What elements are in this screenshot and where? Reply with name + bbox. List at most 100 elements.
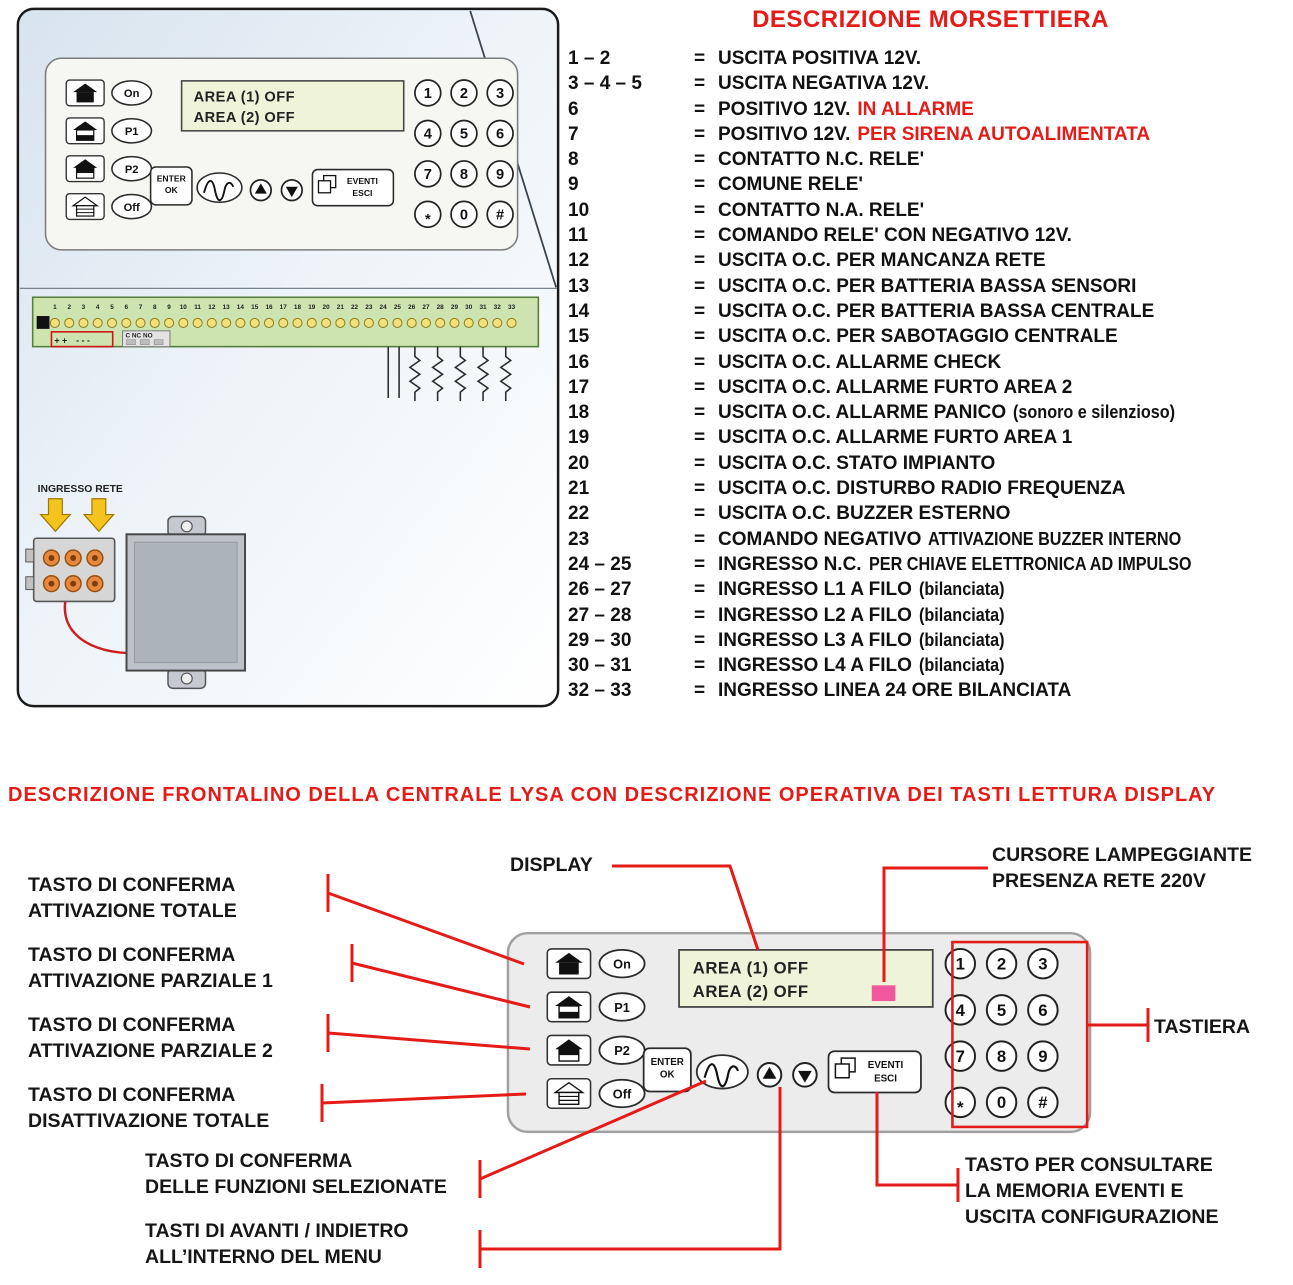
terminal-number-label: 14	[237, 304, 245, 311]
terminal-row: 7 = POSITIVO 12V. PER SIRENA AUTOALIMENT…	[568, 124, 1293, 149]
terminal-description-text: POSITIVO 12V.	[718, 123, 851, 145]
terminal-screw-icon	[263, 317, 275, 328]
callout-line-text: TASTO DI CONFERMA	[145, 1150, 353, 1172]
terminal-screw-icon	[192, 317, 203, 328]
terminal-numbers-label: 15	[568, 326, 590, 348]
terminal-number-label: 20	[323, 304, 331, 311]
equals-sign: =	[694, 655, 706, 677]
terminal-description-note: (bilanciata)	[918, 604, 1005, 625]
terminal-description-note: (bilanciata)	[918, 579, 1005, 600]
terminal-row: 3 – 4 – 5 = USCITA NEGATIVA 12V.	[568, 73, 1293, 98]
mains-input: INGRESSO RETE	[25, 484, 203, 655]
callout-line-text: ALL’INTERNO DEL MENU	[145, 1246, 382, 1268]
terminal-description-text: INGRESSO L2 A FILO	[718, 604, 912, 626]
terminal-numbers-label: 26 – 27	[568, 579, 632, 601]
terminal-description-text: USCITA O.C. BUZZER ESTERNO	[718, 503, 1011, 525]
ingresso-rete-label: INGRESSO RETE	[38, 484, 123, 495]
terminal-row: 22 = USCITA O.C. BUZZER ESTERNO	[568, 503, 1293, 528]
callout-line-text: DELLE FUNZIONI SELEZIONATE	[145, 1176, 447, 1198]
equals-sign: =	[694, 275, 706, 297]
callout-disattivazione-totale: TASTO DI CONFERMA DISATTIVAZIONE TOTALE	[28, 1082, 269, 1134]
terminal-number-label: 30	[465, 304, 473, 311]
terminal-numbers-label: 1 – 2	[568, 48, 611, 69]
terminal-screw-icon	[435, 317, 446, 328]
terminal-row: 16 = USCITA O.C. ALLARME CHECK	[568, 352, 1293, 377]
terminal-screw-icon	[64, 317, 75, 328]
terminal-description-highlight: IN ALLARME	[857, 98, 974, 120]
terminal-number-label: 12	[208, 304, 216, 311]
terminal-screw-icon	[92, 317, 103, 328]
terminal-screw-icon	[363, 317, 374, 328]
terminal-row: 19 = USCITA O.C. ALLARME FURTO AREA 1	[568, 427, 1293, 452]
callout-cursore: CURSORE LAMPEGGIANTE PRESENZA RETE 220V	[992, 842, 1252, 894]
terminal-screw-icon	[49, 317, 60, 328]
callout-line-parziale2	[326, 1014, 531, 1052]
terminal-number-label: 28	[437, 304, 445, 311]
terminal-numbers-label: 17	[568, 376, 590, 398]
terminal-description-text: COMANDO RELE' CON NEGATIVO 12V.	[718, 225, 1072, 247]
keypad-red-outline	[951, 940, 1089, 1129]
mounting-tab-bottom	[167, 667, 207, 690]
terminal-row: 1 – 2 = USCITA POSITIVA 12V.	[568, 48, 1293, 73]
callout-tastiera: TASTIERA	[1154, 1014, 1250, 1040]
terminal-number-label: 3	[82, 304, 86, 311]
terminal-screw-icon	[335, 317, 346, 328]
callout-line-text: LA MEMORIA EVENTI E	[965, 1180, 1184, 1202]
terminal-number-label: 22	[351, 304, 359, 311]
terminal-row: 20 = USCITA O.C. STATO IMPIANTO	[568, 453, 1293, 478]
equals-sign: =	[694, 680, 706, 702]
equals-sign: =	[694, 225, 706, 247]
callout-line-text: PRESENZA RETE 220V	[992, 870, 1206, 892]
terminal-numbers-label: 14	[568, 300, 590, 322]
terminal-row: 11 = COMANDO RELE' CON NEGATIVO 12V.	[568, 225, 1293, 250]
callout-line-text: TASTO DI CONFERMA	[28, 1084, 236, 1106]
terminal-row: 9 = COMUNE RELE'	[568, 174, 1293, 199]
terminal-description-text: COMUNE RELE'	[718, 174, 863, 196]
resistor-icon	[431, 346, 444, 401]
terminal-row: 32 – 33 = INGRESSO LINEA 24 ORE BILANCIA…	[568, 680, 1293, 705]
callout-line-tastiera	[1088, 1008, 1150, 1042]
equals-sign: =	[694, 48, 706, 69]
terminal-description-note: (bilanciata)	[918, 629, 1005, 650]
mains-sockets	[42, 549, 104, 593]
terminal-number-label: 18	[294, 304, 302, 311]
terminal-screw-icon	[492, 317, 503, 328]
equals-sign: =	[694, 174, 706, 196]
terminal-screw-icon	[321, 317, 332, 328]
terminal-screw-icon	[278, 317, 289, 328]
terminal-screw-icon	[449, 317, 460, 328]
equals-sign: =	[694, 326, 706, 348]
terminal-screw-icon	[478, 317, 489, 328]
callout-line-text: ATTIVAZIONE PARZIALE 1	[28, 970, 273, 992]
terminal-description-text: USCITA NEGATIVA 12V.	[718, 73, 930, 95]
wire	[387, 346, 400, 398]
terminal-row: 6 = POSITIVO 12V. IN ALLARME	[568, 99, 1293, 124]
terminal-row: 8 = CONTATTO N.C. RELE'	[568, 149, 1293, 174]
terminal-row: 14 = USCITA O.C. PER BATTERIA BASSA CENT…	[568, 301, 1293, 326]
callout-line-disattivazione	[320, 1084, 527, 1122]
equals-sign: =	[694, 528, 706, 550]
terminal-description-text: USCITA O.C. PER BATTERIA BASSA SENSORI	[718, 275, 1137, 297]
resistor-icon	[408, 346, 422, 401]
terminal-number-label: 17	[280, 304, 288, 311]
callout-line-text: CURSORE LAMPEGGIANTE	[992, 844, 1253, 866]
terminal-number-label: 7	[139, 304, 143, 311]
resistor-icon	[476, 346, 490, 401]
terminal-screw-icon	[406, 317, 417, 328]
terminal-number-label: 21	[337, 304, 345, 311]
equals-sign: =	[694, 402, 706, 424]
callout-line-text: ATTIVAZIONE PARZIALE 2	[28, 1040, 273, 1062]
terminal-row: 30 – 31 = INGRESSO L4 A FILO (bilanciata…	[568, 655, 1293, 680]
terminal-row: 18 = USCITA O.C. ALLARME PANICO (sonoro …	[568, 402, 1293, 427]
terminal-row: 29 – 30 = INGRESSO L3 A FILO (bilanciata…	[568, 630, 1293, 655]
terminal-screw-icon	[78, 317, 89, 328]
terminal-number-label: 6	[125, 304, 129, 311]
terminal-row: 12 = USCITA O.C. PER MANCANZA RETE	[568, 250, 1293, 275]
terminal-description-text: INGRESSO LINEA 24 ORE BILANCIATA	[718, 680, 1072, 702]
callout-attivazione-totale: TASTO DI CONFERMA ATTIVAZIONE TOTALE	[28, 872, 237, 924]
terminal-description-text: CONTATTO N.C. RELE'	[718, 149, 925, 171]
terminal-screw-icon	[292, 317, 303, 328]
equals-sign: =	[694, 503, 706, 525]
terminal-row: 26 – 27 = INGRESSO L1 A FILO (bilanciata…	[568, 579, 1293, 604]
